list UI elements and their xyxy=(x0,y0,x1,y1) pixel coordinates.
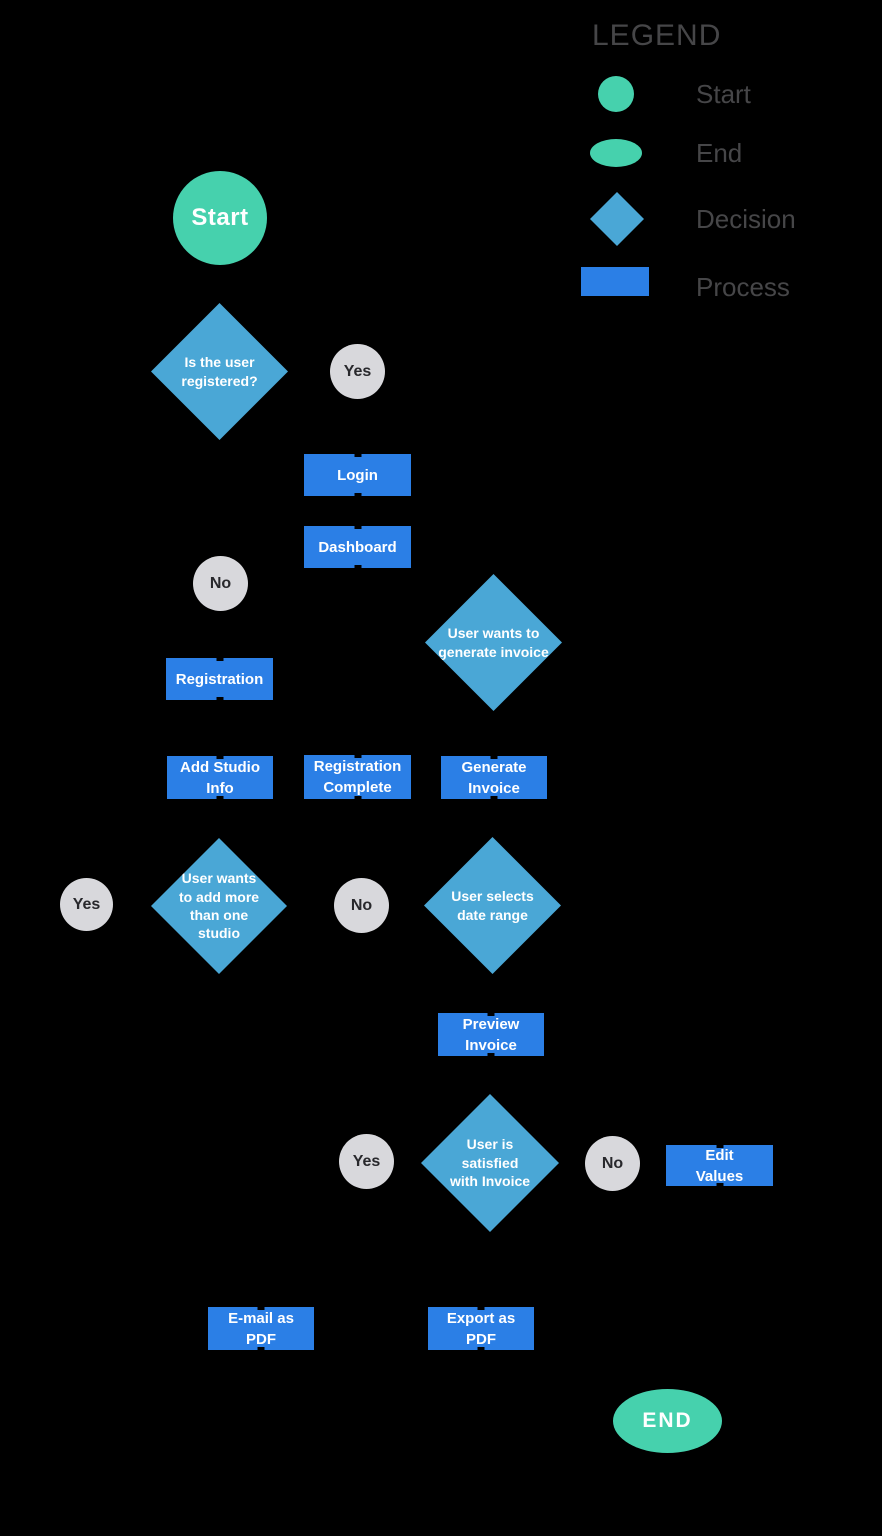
process-dashboard: Dashboard xyxy=(304,526,411,568)
decision-user-satisfied-with-invoice: User is satisfied with Invoice xyxy=(421,1094,559,1232)
connector-yes-registered: Yes xyxy=(330,344,385,399)
connector-yes-add-more: Yes xyxy=(60,878,113,931)
process-registration: Registration xyxy=(166,658,273,700)
legend-start-swatch-icon xyxy=(598,76,634,112)
process-login: Login xyxy=(304,454,411,496)
process-add-studio-info: Add Studio Info xyxy=(167,756,273,799)
legend-end-label: End xyxy=(696,138,743,168)
legend-end-swatch-icon xyxy=(590,139,642,167)
legend-title: LEGEND xyxy=(592,19,722,52)
process-preview-invoice: Preview Invoice xyxy=(438,1013,544,1056)
process-registration-complete: Registration Complete xyxy=(304,755,411,799)
node-end: END xyxy=(613,1389,722,1453)
process-export-as-pdf: Export as PDF xyxy=(428,1307,534,1350)
connector-no-satisfied: No xyxy=(585,1136,640,1191)
connector-no-registered: No xyxy=(193,556,248,611)
decision-is-user-registered: Is the user registered? xyxy=(151,303,288,440)
legend-decision-swatch-icon xyxy=(590,192,644,246)
decision-user-selects-date-range: User selects date range xyxy=(424,837,561,974)
node-start: Start xyxy=(173,171,267,265)
process-email-as-pdf: E-mail as PDF xyxy=(208,1307,314,1350)
decision-add-more-than-one-studio: User wants to add more than one studio xyxy=(151,838,287,974)
legend-process-label: Process xyxy=(696,272,790,302)
process-generate-invoice: Generate Invoice xyxy=(441,756,547,799)
legend-process-swatch-icon xyxy=(581,267,649,296)
decision-user-wants-generate-invoice: User wants to generate invoice xyxy=(425,574,562,711)
connector-no-add-more: No xyxy=(334,878,389,933)
legend-decision-label: Decision xyxy=(696,204,796,234)
connector-yes-satisfied: Yes xyxy=(339,1134,394,1189)
process-edit-values: Edit Values xyxy=(666,1145,773,1186)
legend-start-label: Start xyxy=(696,79,751,109)
